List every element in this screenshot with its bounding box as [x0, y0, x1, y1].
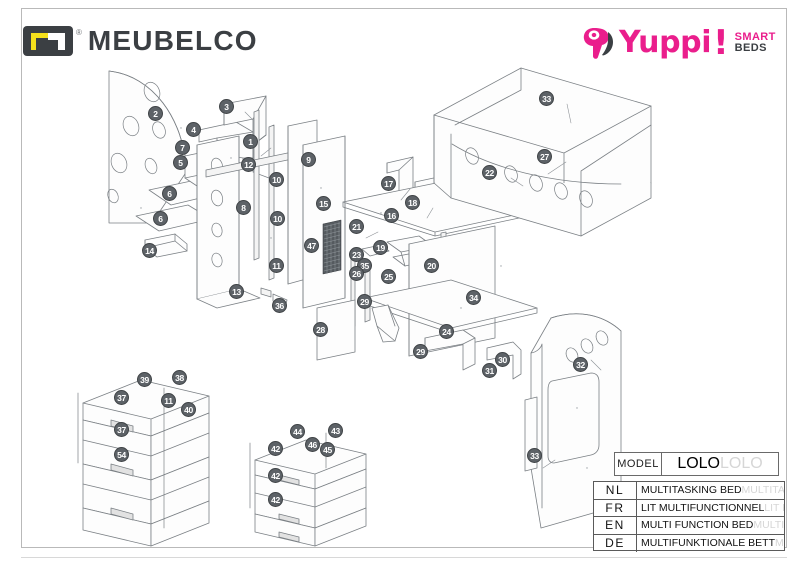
part-balloon-39: 39 — [137, 372, 152, 387]
part-balloon-33: 33 — [539, 91, 554, 106]
yuppi-tagline-beds: BEDS — [734, 42, 767, 54]
part-balloon-33: 33 — [527, 448, 542, 463]
part-balloon-4: 4 — [186, 122, 201, 137]
part-balloon-28: 28 — [313, 322, 328, 337]
part-balloon-2: 2 — [148, 106, 163, 121]
part-balloon-42: 42 — [268, 441, 283, 456]
part-balloon-3: 3 — [219, 99, 234, 114]
language-code: EN — [594, 517, 637, 534]
part-balloon-32: 32 — [573, 357, 588, 372]
part-balloon-19: 19 — [373, 240, 388, 255]
yuppi-exclamation: ! — [713, 23, 729, 63]
part-balloon-12: 12 — [241, 157, 256, 172]
yuppi-mascot-icon — [581, 26, 617, 60]
part-balloon-22: 22 — [482, 165, 497, 180]
part-balloon-11: 11 — [269, 258, 284, 273]
part-balloon-26: 26 — [349, 266, 364, 281]
yuppi-tagline-smart: SMART — [734, 31, 776, 43]
part-balloon-13: 13 — [229, 284, 244, 299]
part-balloon-30: 30 — [495, 352, 510, 367]
part-balloon-47: 47 — [304, 238, 319, 253]
part-balloon-6: 6 — [153, 211, 168, 226]
part-balloon-37: 37 — [114, 422, 129, 437]
part-balloon-46: 46 — [305, 437, 320, 452]
part-balloon-15: 15 — [316, 196, 331, 211]
part-balloon-14: 14 — [142, 243, 157, 258]
yuppi-wordmark: Yuppi — [619, 25, 712, 60]
part-balloon-43: 43 — [328, 423, 343, 438]
part-balloon-16: 16 — [384, 208, 399, 223]
assembly-linework — [77, 67, 652, 547]
product-name: MULTIFUNKTIONALE BETTMULTIFUNKTIONALE BE… — [641, 537, 784, 550]
part-balloon-27: 27 — [537, 149, 552, 164]
meubelco-logo-icon — [23, 26, 73, 56]
part-balloon-1: 1 — [243, 134, 258, 149]
part-balloon-29: 29 — [413, 344, 428, 359]
part-balloon-11: 11 — [161, 393, 176, 408]
part-balloon-10: 10 — [270, 211, 285, 226]
meubelco-accent-shape — [31, 33, 48, 50]
language-code: FR — [594, 499, 637, 516]
part-balloon-6: 6 — [162, 186, 177, 201]
model-label: MODEL — [615, 453, 662, 475]
part-balloon-9: 9 — [301, 152, 316, 167]
part-balloon-5: 5 — [173, 155, 188, 170]
product-name-row: DE MULTIFUNKTIONALE BETTMULTIFUNKTIONALE … — [594, 534, 784, 552]
sheet-border-footer — [21, 557, 787, 567]
product-name: MULTITASKING BEDMULTITASKING BED — [641, 484, 784, 497]
part-balloon-54: 54 — [114, 447, 129, 462]
part-balloon-42: 42 — [268, 492, 283, 507]
meubelco-logo: ® MEUBELCO — [23, 26, 258, 56]
part-balloon-20: 20 — [424, 258, 439, 273]
product-name-row: NL MULTITASKING BEDMULTITASKING BED — [594, 482, 784, 500]
yuppi-tagline: SMART BEDS — [735, 32, 776, 54]
part-balloon-17: 17 — [381, 176, 396, 191]
part-balloon-24: 24 — [439, 324, 454, 339]
meubelco-secondary-shape-top — [48, 33, 65, 40]
part-balloon-34: 34 — [466, 290, 481, 305]
product-name-table: NL MULTITASKING BEDMULTITASKING BED FR LIT … — [593, 481, 785, 552]
model-box: MODEL LOLOLOLO — [614, 452, 779, 476]
part-balloon-25: 25 — [381, 269, 396, 284]
part-balloon-37: 37 — [114, 390, 129, 405]
part-balloon-38: 38 — [172, 370, 187, 385]
part-balloon-18: 18 — [405, 195, 420, 210]
registered-trademark-mark: ® — [76, 28, 82, 37]
language-code: DE — [594, 534, 637, 552]
part-balloon-31: 31 — [482, 363, 497, 378]
part-balloon-8: 8 — [236, 200, 251, 215]
meubelco-secondary-shape-right — [58, 33, 65, 50]
model-value-cell: LOLOLOLO — [662, 453, 778, 475]
part-balloon-36: 36 — [272, 298, 287, 313]
language-code: NL — [594, 482, 637, 499]
part-balloon-45: 45 — [320, 442, 335, 457]
model-value: LOLOLOLO — [677, 455, 763, 472]
part-balloon-7: 7 — [175, 140, 190, 155]
part-balloon-40: 40 — [181, 402, 196, 417]
part-balloon-29: 29 — [357, 294, 372, 309]
part-balloon-21: 21 — [349, 219, 364, 234]
part-balloon-10: 10 — [269, 172, 284, 187]
meubelco-wordmark: MEUBELCO — [87, 25, 258, 56]
part-balloon-42: 42 — [268, 468, 283, 483]
part-balloon-44: 44 — [290, 424, 305, 439]
yuppi-logo: Yuppi ! SMART BEDS — [581, 26, 776, 60]
exploded-assembly-diagram — [21, 8, 787, 548]
